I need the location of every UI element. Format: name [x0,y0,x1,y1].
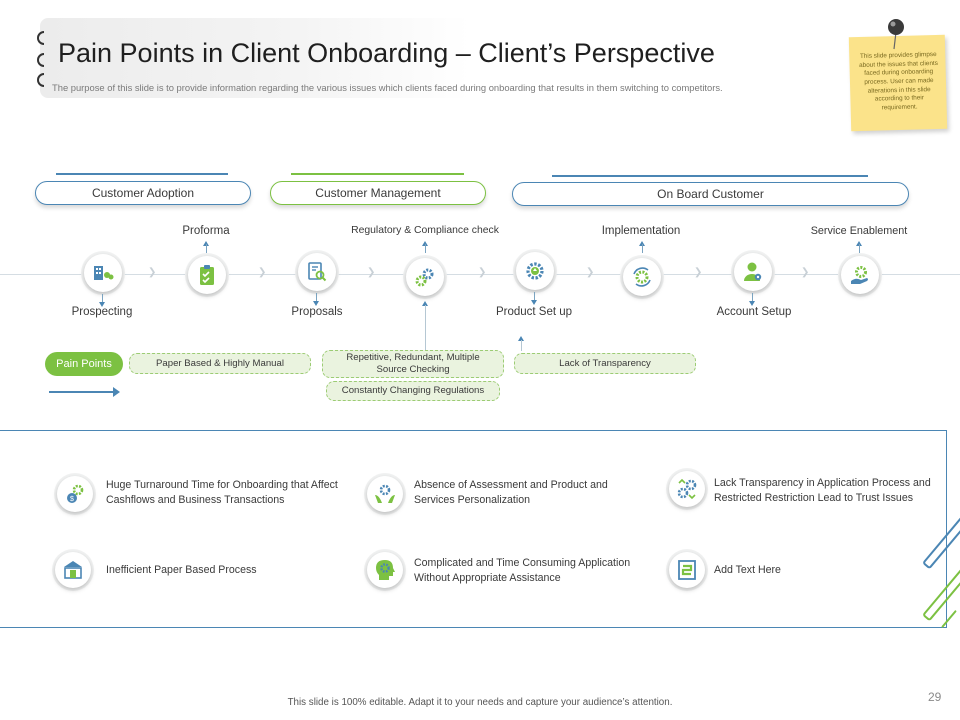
arrow-right [49,391,115,393]
chevron-right-icon: ❯ [258,267,267,278]
page-subtitle: The purpose of this slide is to provide … [52,82,723,93]
connector [534,292,535,302]
connector [752,293,753,303]
category-customer-adoption: Customer Adoption [35,181,251,205]
step-implementation: Implementation [601,225,681,237]
cash-gear-icon: $ [57,476,93,512]
head-gear-icon [367,552,403,588]
category-on-board-customer: On Board Customer [512,182,909,206]
connector [425,305,426,351]
connector [206,244,207,253]
chevron-right-icon: ❯ [478,267,487,278]
pain-point-repetitive: Repetitive, Redundant, Multiple Source C… [322,350,504,378]
issues-panel [0,430,947,628]
pain-points-label: Pain Points [45,352,123,376]
chevron-right-icon: ❯ [148,267,157,278]
user-settings-icon [734,253,772,291]
issue-complicated: Complicated and Time Consuming Applicati… [414,557,631,585]
step-regulatory: Regulatory & Compliance check [351,225,499,236]
connector [102,294,103,304]
step-product-setup: Product Set up [495,306,573,318]
step-account-setup: Account Setup [716,306,792,318]
hands-gear-icon [367,476,403,512]
chevron-right-icon: ❯ [586,267,595,278]
connector [642,244,643,253]
connector [521,340,522,351]
issue-assessment: Absence of Assessment and Product and Se… [414,479,608,507]
pushpin-icon [888,19,904,50]
pain-point-lack-transparency: Lack of Transparency [514,353,696,374]
connector [316,293,317,303]
pain-point-paper-based: Paper Based & Highly Manual [129,353,311,374]
chevron-right-icon: ❯ [367,267,376,278]
category-line [291,173,464,175]
arrowhead [639,241,645,246]
arrowhead [422,241,428,246]
title-band [40,18,470,98]
arrowhead [518,336,524,341]
chevron-right-icon: ❯ [801,267,810,278]
arrowhead [422,301,428,306]
timeline-line [0,274,960,275]
document-search-icon [298,253,336,291]
arrowhead [856,241,862,246]
step-proforma: Proforma [182,225,230,237]
gears-icon [406,258,444,296]
arrowhead [99,302,105,307]
issue-paper-process: Inefficient Paper Based Process [106,564,257,576]
hand-gear-icon [841,256,879,294]
connector [425,244,426,253]
binder-rings-icon [37,31,45,87]
page-title: Pain Points in Client Onboarding – Clien… [58,38,715,68]
arrowhead [531,300,537,305]
issue-turnaround: Huge Turnaround Time for Onboarding that… [106,479,338,507]
category-line [552,175,868,177]
clipboard-check-icon [188,256,226,294]
gear-cycle-icon [623,258,661,296]
category-customer-management: Customer Management [270,181,486,205]
arrowhead [203,241,209,246]
footer-text: This slide is 100% editable. Adapt it to… [287,697,673,708]
sticky-note-text: This slide provides glimpse about the is… [858,50,939,112]
document-icon [669,552,705,588]
step-service-enablement: Service Enablement [810,225,908,237]
step-proposals: Proposals [291,306,343,318]
gears-icon [669,471,705,507]
chevron-right-icon: ❯ [694,267,703,278]
step-prospecting: Prospecting [71,306,133,318]
issue-add-text: Add Text Here [714,564,781,576]
bank-icon [55,552,91,588]
arrowhead [113,387,120,397]
category-line [56,173,228,175]
arrowhead [749,301,755,306]
building-team-icon [84,254,122,292]
svg-text:$: $ [70,496,74,503]
pain-point-changing-regulations: Constantly Changing Regulations [326,381,500,401]
issue-transparency: Lack Transparency in Application Process… [714,477,931,505]
connector [859,244,860,253]
arrowhead [313,301,319,306]
page-number: 29 [928,690,942,704]
gear-upload-icon [516,252,554,290]
